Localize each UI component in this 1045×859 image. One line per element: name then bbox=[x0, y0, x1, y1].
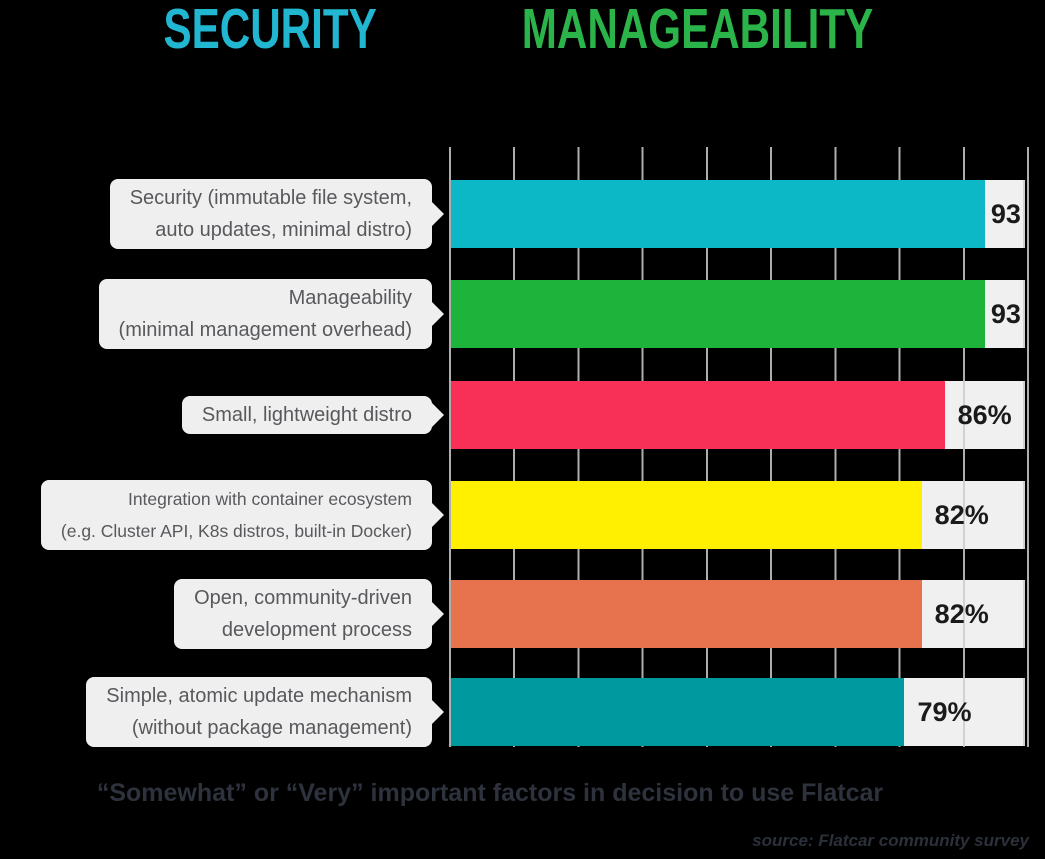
bar-row: 79% bbox=[451, 678, 1025, 746]
chart-caption: “Somewhat” or “Very” important factors i… bbox=[96, 779, 884, 807]
category-label-small-distro: Small, lightweight distro bbox=[181, 396, 445, 434]
bar-value-label: 82% bbox=[934, 598, 989, 629]
label-line: (without package management) bbox=[131, 717, 412, 739]
bar-row: 93 bbox=[451, 280, 1025, 348]
bar-row: 86% bbox=[451, 381, 1025, 449]
label-line: Small, lightweight distro bbox=[201, 404, 412, 426]
category-label-security: Security (immutable file system, auto up… bbox=[109, 179, 445, 249]
manageability-headline: MANAGEABILITY bbox=[521, 0, 873, 61]
bar-security bbox=[451, 180, 985, 248]
label-line: auto updates, minimal distro) bbox=[155, 219, 412, 241]
source-credit: source: Flatcar community survey bbox=[752, 831, 1029, 850]
headline-right-wrap: MANAGEABILITY bbox=[521, 0, 872, 61]
bar-atomic-update bbox=[451, 678, 905, 746]
label-line: Integration with container ecosystem bbox=[127, 489, 412, 509]
bar-manageability bbox=[451, 280, 985, 348]
label-line: (minimal management overhead) bbox=[118, 319, 412, 341]
bar-row: 82% bbox=[451, 481, 1025, 549]
bar-row: 82% bbox=[451, 580, 1025, 648]
label-line: development process bbox=[221, 619, 412, 641]
label-line: Security (immutable file system, bbox=[129, 187, 412, 209]
bar-open-community bbox=[451, 580, 922, 648]
security-headline: SECURITY bbox=[163, 0, 377, 61]
bar-container-ecosystem bbox=[451, 481, 922, 549]
label-line: Manageability bbox=[288, 287, 412, 309]
bar-small-distro bbox=[451, 381, 945, 449]
bar-value-label: 86% bbox=[957, 399, 1012, 430]
bar-value-label: 79% bbox=[917, 696, 972, 727]
headline-left-wrap: SECURITY bbox=[120, 0, 420, 61]
bar-value-label: 93 bbox=[990, 298, 1021, 329]
category-label-open-community: Open, community-driven development proce… bbox=[174, 579, 444, 649]
category-label-atomic-update: Simple, atomic update mechanism (without… bbox=[86, 677, 444, 747]
label-line: Open, community-driven bbox=[194, 587, 412, 609]
label-line: (e.g. Cluster API, K8s distros, built-in… bbox=[60, 521, 412, 541]
bar-value-label: 82% bbox=[934, 499, 989, 530]
bar-value-label: 93 bbox=[990, 198, 1021, 229]
label-line: Simple, atomic update mechanism bbox=[106, 685, 412, 707]
bar-row: 93 bbox=[451, 180, 1025, 248]
category-label-manageability: Manageability (minimal management overhe… bbox=[98, 279, 445, 349]
category-label-container-ecosystem: Integration with container ecosystem (e.… bbox=[40, 480, 445, 550]
